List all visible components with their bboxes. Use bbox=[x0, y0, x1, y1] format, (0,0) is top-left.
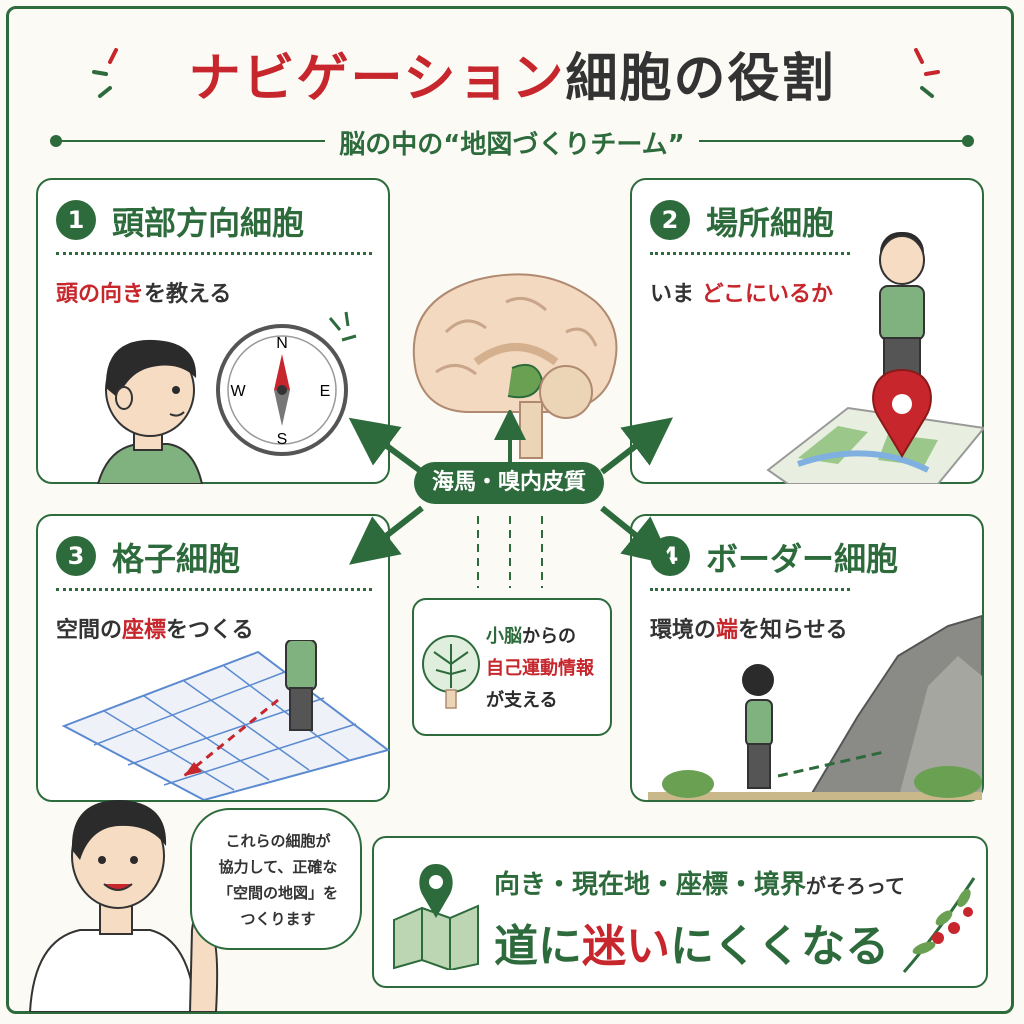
map-pin-icon bbox=[393, 864, 479, 970]
desc-pre: 環境の bbox=[650, 618, 717, 643]
divider bbox=[56, 588, 372, 591]
compass-e: E bbox=[320, 383, 331, 400]
panel-grid-cell: 3 格子細胞 空間の座標をつくる bbox=[36, 514, 390, 802]
panel-desc: 空間の座標をつくる bbox=[56, 612, 254, 644]
subtitle-row: 脳の中の“地図づくりチーム” bbox=[50, 124, 974, 161]
cerebellum-word: 小脳 bbox=[486, 626, 522, 647]
map-with-pin-icon bbox=[766, 232, 984, 484]
desc-rest: を教える bbox=[144, 282, 232, 307]
panel-title: 場所細胞 bbox=[706, 204, 835, 242]
panel-desc: 頭の向きを教える bbox=[56, 276, 231, 308]
title-dark: 細胞の役割 bbox=[565, 49, 836, 109]
teacher-icon bbox=[28, 800, 219, 1012]
arrow-down-right bbox=[600, 505, 673, 566]
panel-number: 3 bbox=[56, 536, 96, 576]
cerebellum-from: からの bbox=[522, 626, 576, 647]
cerebellum-box: 小脳からの 自己運動情報 が支える bbox=[412, 598, 612, 736]
subtitle-text: 脳の中の“地図づくりチーム” bbox=[325, 130, 699, 160]
desc-highlight: 端 bbox=[716, 618, 739, 643]
panel-place-cell: 2 場所細胞 いま どこにいるか bbox=[630, 178, 984, 484]
cerebellum-icon bbox=[422, 635, 480, 709]
summary-line2: 道に迷いにくくなる bbox=[494, 910, 889, 974]
desc-highlight: どこにいるか bbox=[701, 282, 834, 307]
desc-highlight: 座標 bbox=[122, 618, 167, 643]
bubble-line3: 「空間の地図」を bbox=[217, 884, 338, 902]
page-title: ナビゲーション細胞の役割 bbox=[0, 36, 1024, 111]
brain-icon bbox=[412, 273, 618, 459]
cerebellum-line2: 自己運動情報 bbox=[486, 658, 594, 679]
panel-title: 頭部方向細胞 bbox=[112, 204, 305, 242]
summary-red: 迷い bbox=[582, 921, 670, 972]
subtitle-dot-right bbox=[962, 135, 974, 147]
summary-keywords: 向き・現在地・座標・境界 bbox=[494, 870, 807, 900]
berry-branch-icon bbox=[902, 877, 976, 973]
divider bbox=[650, 252, 850, 255]
desc-rest: をつくる bbox=[166, 618, 254, 643]
panel-title: 格子細胞 bbox=[112, 540, 241, 578]
bubble-line4: つくります bbox=[240, 910, 316, 928]
bubble-line1: これらの細胞が bbox=[225, 832, 331, 850]
cerebellum-line3: が支える bbox=[486, 690, 558, 711]
arrow-down-left bbox=[349, 505, 424, 565]
panel-desc: いま どこにいるか bbox=[650, 276, 833, 308]
subtitle: 脳の中の“地図づくりチーム” bbox=[50, 124, 974, 161]
boy-profile-icon bbox=[96, 339, 204, 484]
panel-head-direction: 1 頭部方向細胞 頭の向きを教える N E S W bbox=[36, 178, 390, 484]
compass-w: W bbox=[230, 383, 246, 400]
arrow-up-right bbox=[600, 417, 674, 475]
desc-pre: いま bbox=[650, 282, 702, 307]
summary-pre: 道に bbox=[494, 921, 582, 972]
divider bbox=[650, 588, 850, 591]
sparkle-left-icon bbox=[92, 48, 118, 98]
compass-n: N bbox=[276, 335, 288, 352]
divider bbox=[56, 252, 372, 255]
desc-rest: を知らせる bbox=[738, 618, 848, 643]
panel-number: 2 bbox=[650, 200, 690, 240]
summary-rest: にくくなる bbox=[670, 921, 890, 972]
cliff-scene-icon bbox=[648, 614, 982, 800]
sparkle-right-icon bbox=[914, 48, 940, 98]
panel-number: 1 bbox=[56, 200, 96, 240]
grid-floor-icon bbox=[61, 640, 390, 800]
panel-border-cell: 4 ボーダー細胞 環境の端を知らせる bbox=[630, 514, 984, 802]
panel-desc: 環境の端を知らせる bbox=[650, 612, 848, 644]
speech-bubble: これらの細胞が 協力して、正確な 「空間の地図」を つくります bbox=[190, 808, 362, 950]
compass-s: S bbox=[277, 431, 288, 448]
panel-title: ボーダー細胞 bbox=[706, 540, 899, 578]
summary-box: 向き・現在地・座標・境界がそろって 道に迷いにくくなる bbox=[372, 836, 988, 988]
summary-tail: がそろって bbox=[806, 874, 906, 898]
subtitle-dot-left bbox=[50, 135, 62, 147]
summary-line1: 向き・現在地・座標・境界がそろって bbox=[494, 864, 905, 901]
arrows-layer bbox=[348, 410, 674, 588]
arrow-up-left bbox=[348, 417, 424, 475]
desc-pre: 空間の bbox=[56, 618, 123, 643]
desc-highlight: 頭の向き bbox=[56, 282, 145, 307]
hippocampus-label: 海馬・嗅内皮質 bbox=[414, 462, 604, 504]
compass-icon: N E S W bbox=[216, 311, 357, 456]
bubble-line2: 協力して、正確な bbox=[218, 858, 338, 876]
cerebellum-line1: 小脳からの bbox=[486, 622, 576, 648]
title-red: ナビゲーション bbox=[188, 49, 566, 109]
